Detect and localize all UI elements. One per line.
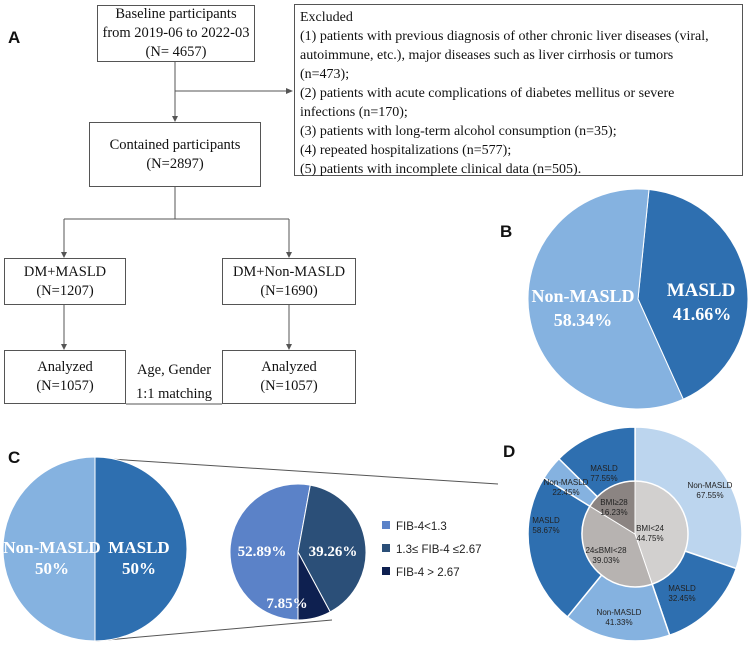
inner-value: 16.23% xyxy=(600,508,627,517)
inner-label: BMI<24 xyxy=(636,524,664,533)
legend-swatch xyxy=(382,521,390,529)
outer-value: 41.33% xyxy=(605,618,632,627)
slice-value-fib4-low: 52.89% xyxy=(238,544,287,560)
inner-value: 39.03% xyxy=(592,556,619,565)
excluded-line: (3) patients with long-term alcohol cons… xyxy=(300,124,617,139)
legend-label: 1.3≤ FIB-4 ≤2.67 xyxy=(396,544,482,556)
slice-value-masld: 41.66% xyxy=(673,304,732,324)
analyzed-right-box: Analyzed (N=1057) xyxy=(222,350,356,404)
outer-label: Non-MASLD xyxy=(597,608,642,617)
matching-ratio: 1:1 matching xyxy=(135,386,213,402)
inner-label: BMI≥28 xyxy=(600,498,628,507)
contained-participants-box: Contained participants (N=2897) xyxy=(89,122,261,187)
excluded-line: (1) patients with previous diagnosis of … xyxy=(300,29,709,44)
outer-label: Non-MASLD xyxy=(544,478,589,487)
dm-non-masld-box: DM+Non-MASLD (N=1690) xyxy=(222,258,356,305)
outer-label: MASLD xyxy=(532,516,560,525)
pie-slice-masld xyxy=(637,189,749,400)
pie-slice-non-masld xyxy=(527,188,684,410)
excluded-line: infections (n=170); xyxy=(300,105,408,120)
outer-value: 32.45% xyxy=(668,594,695,603)
inner-label: 24≤BMI<28 xyxy=(585,546,627,555)
outer-label: Non-MASLD xyxy=(688,481,733,490)
dm-masld-line-2: (N=1207) xyxy=(36,282,94,299)
pie-slice-non-masld xyxy=(2,456,96,642)
slice-label-non-masld: Non-MASLD xyxy=(3,538,100,557)
dm-masld-box: DM+MASLD (N=1207) xyxy=(4,258,126,305)
legend-swatch xyxy=(382,544,390,552)
slice-value-non-masld: 50% xyxy=(35,559,69,578)
panel-label-c: C xyxy=(8,448,21,467)
analyzed-left-line-1: Analyzed xyxy=(37,359,93,375)
dm-masld-line-1: DM+MASLD xyxy=(23,263,107,280)
outer-slice-masld xyxy=(527,476,603,619)
outer-slice-non-masld xyxy=(634,426,743,570)
excluded-line: (5) patients with incomplete clinical da… xyxy=(300,162,582,177)
baseline-line-1: Baseline participants xyxy=(115,6,237,22)
panel-label-b: B xyxy=(500,222,513,241)
slice-label-non-masld: Non-MASLD xyxy=(531,286,634,306)
excluded-line: (4) repeated hospitalizations (n=577); xyxy=(300,143,512,158)
slice-value-masld: 50% xyxy=(122,559,156,578)
outer-slice-masld xyxy=(557,426,636,498)
analyzed-right-line-2: (N=1057) xyxy=(260,378,318,394)
slice-value-non-masld: 58.34% xyxy=(554,310,613,330)
inner-value: 44.75% xyxy=(636,534,663,543)
excluded-line: (2) patients with acute complications of… xyxy=(300,86,675,101)
legend-label: FIB-4<1.3 xyxy=(396,521,447,533)
panel-label-a: A xyxy=(8,28,21,47)
dm-non-masld-line-2: (N=1690) xyxy=(260,282,318,299)
analyzed-left-box: Analyzed (N=1057) xyxy=(4,350,126,404)
outer-value: 67.55% xyxy=(696,491,723,500)
baseline-participants-box: Baseline participants from 2019-06 to 20… xyxy=(97,5,255,62)
dm-non-masld-line-1: DM+Non-MASLD xyxy=(232,263,346,280)
legend-swatch xyxy=(382,567,390,575)
baseline-line-3: (N= 4657) xyxy=(145,44,207,60)
contained-line-1: Contained participants xyxy=(109,136,241,153)
outer-value: 58.67% xyxy=(532,526,559,535)
panel-label-d: D xyxy=(503,442,516,461)
slice-value-fib4-high: 7.85% xyxy=(266,596,307,612)
slice-value-fib4-mid: 39.26% xyxy=(309,544,358,560)
excluded-title: Excluded xyxy=(300,10,353,25)
legend-label: FIB-4 > 2.67 xyxy=(396,567,460,579)
pie-slice-fib4-high xyxy=(297,551,331,621)
outer-value: 22.45% xyxy=(552,488,579,497)
matching-criteria: Age, Gender xyxy=(136,362,212,378)
baseline-line-2: from 2019-06 to 2022-03 xyxy=(102,25,250,41)
excluded-line: (n=473); xyxy=(300,67,350,82)
outer-value: 77.55% xyxy=(590,474,617,483)
outer-label: MASLD xyxy=(668,584,696,593)
analyzed-left-line-2: (N=1057) xyxy=(36,378,94,394)
outer-label: MASLD xyxy=(590,464,618,473)
pie-slice-fib4-mid xyxy=(297,484,367,613)
pie-slice-fib4-low xyxy=(229,483,311,621)
excluded-line: autoimmune, etc.), major diseases such a… xyxy=(300,48,674,63)
analyzed-right-line-1: Analyzed xyxy=(261,359,317,375)
slice-label-masld: MASLD xyxy=(667,280,736,301)
pie-slice-masld xyxy=(94,456,188,642)
excluded-box: Excluded (1) patients with previous diag… xyxy=(294,4,743,177)
contained-line-2: (N=2897) xyxy=(146,155,204,172)
slice-label-masld: MASLD xyxy=(108,538,169,557)
